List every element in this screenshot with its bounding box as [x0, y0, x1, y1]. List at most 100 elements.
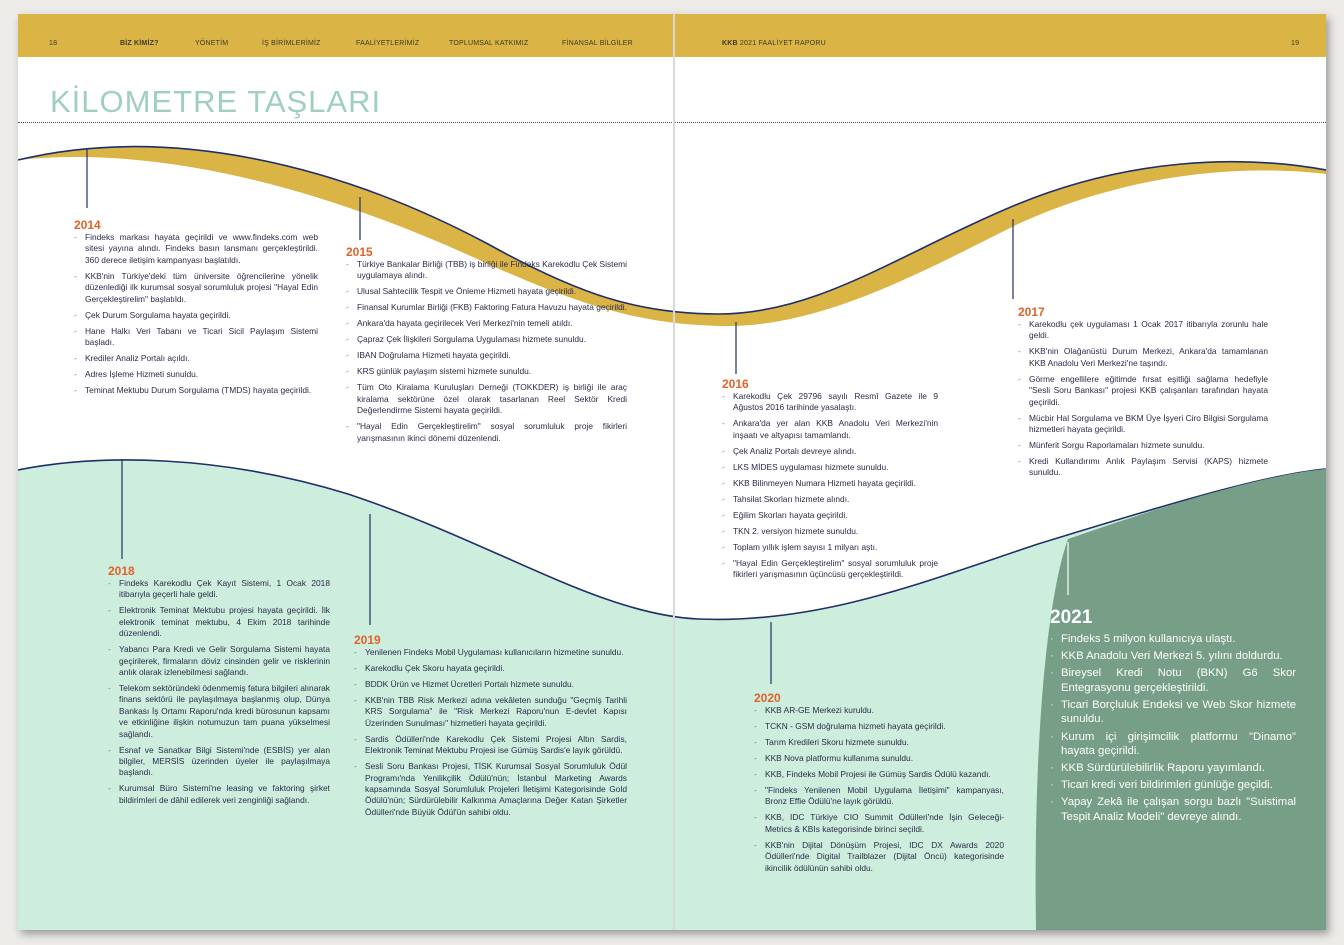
milestone-item: Hane Halkı Veri Tabanı ve Ticari Sicil P… [74, 326, 318, 349]
milestone-item: Ticari Borçluluk Endeksi ve Web Skor hiz… [1050, 698, 1296, 727]
milestone-item: Çek Durum Sorgulama hayata geçirildi. [74, 310, 318, 322]
milestone-item: IBAN Doğrulama Hizmeti hayata geçirildi. [346, 350, 627, 362]
milestone-2016: 2016Karekodlu Çek 29796 sayılı Resmî Gaz… [722, 377, 938, 585]
nav-yonetim[interactable]: YÖNETİM [195, 40, 229, 47]
milestone-item: KKB'nin Olağanüstü Durum Merkezi, Ankara… [1018, 346, 1268, 369]
milestone-list: Karekodlu Çek 29796 sayılı Resmî Gazete … [722, 391, 938, 581]
milestone-item: Yapay Zekâ ile çalışan sorgu bazlı "Suis… [1050, 795, 1296, 824]
year-label: 2014 [74, 218, 101, 232]
milestone-item: Findeks 5 milyon kullanıcıya ulaştı. [1050, 632, 1296, 647]
milestone-item: Çek Analiz Portalı devreye alındı. [722, 446, 938, 458]
milestone-2014: 2014Findeks markası hayata geçirildi ve … [74, 218, 318, 401]
left-header-bar [18, 14, 673, 57]
year-label: 2015 [346, 245, 373, 259]
milestone-item: Toplam yıllık işlem sayısı 1 milyarı aşt… [722, 542, 938, 554]
page-number-right: 19 [1291, 40, 1300, 47]
milestone-item: Krediler Analiz Portalı açıldı. [74, 353, 318, 365]
milestone-item: LKS MİDES uygulaması hizmete sunuldu. [722, 462, 938, 474]
milestone-item: Tahsilat Skorları hizmete alındı. [722, 494, 938, 506]
nav-finansal-bilgiler[interactable]: FİNANSAL BİLGİLER [562, 40, 633, 47]
milestone-list: Türkiye Bankalar Birliği (TBB) iş birliğ… [346, 259, 627, 444]
milestone-2018: 2018Findeks Karekodlu Çek Kayıt Sistemi,… [108, 564, 330, 811]
report-title: KKB 2021 FAALİYET RAPORU [722, 40, 826, 47]
milestone-item: Türkiye Bankalar Birliği (TBB) iş birliğ… [346, 259, 627, 282]
milestone-item: Kurum içi girişimcilik platformu "Dinamo… [1050, 730, 1296, 759]
year-label: 2018 [108, 564, 135, 578]
milestone-2017: 2017Karekodlu çek uygulaması 1 Ocak 2017… [1018, 305, 1268, 483]
milestone-item: "Findeks Yenilenen Mobil Uygulama İletiş… [754, 785, 1004, 808]
page-number-left: 18 [49, 40, 58, 47]
mint-wave-line [18, 459, 1326, 621]
milestone-item: Karekodlu Çek Skoru hayata geçirildi. [354, 663, 627, 675]
report-spread: 18 BİZ KİMİZ? YÖNETİM İŞ BİRİMLERİMİZ FA… [18, 14, 1326, 930]
milestone-item: Münferit Sorgu Raporlamaları hizmete sun… [1018, 440, 1268, 452]
right-header-bar [675, 14, 1326, 57]
nav-faaliyetlerimiz[interactable]: FAALİYETLERİMİZ [356, 40, 420, 47]
milestone-item: TCKN - GSM doğrulama hizmeti hayata geçi… [754, 721, 1004, 733]
milestone-item: "Hayal Edin Gerçekleştirelim" sosyal sor… [346, 421, 627, 444]
milestone-item: KKB, Findeks Mobil Projesi ile Gümüş Sar… [754, 769, 1004, 781]
page-gutter [673, 14, 675, 930]
milestone-list: Findeks markası hayata geçirildi ve www.… [74, 232, 318, 397]
milestone-item: Sesli Soru Bankası Projesi, TİSK Kurumsa… [354, 761, 627, 818]
milestone-item: BDDK Ürün ve Hizmet Ücretleri Portalı hi… [354, 679, 627, 691]
nav-is-birimlerimiz[interactable]: İŞ BİRİMLERİMİZ [262, 40, 321, 47]
milestone-list: Findeks 5 milyon kullanıcıya ulaştı. KKB … [1050, 632, 1296, 825]
milestone-item: Tarım Kredileri Skoru hizmete sunuldu. [754, 737, 1004, 749]
milestone-item: KKB Anadolu Veri Merkezi 5. yılını doldu… [1050, 649, 1296, 664]
milestone-item: Ankara'da hayata geçirilecek Veri Merkez… [346, 318, 627, 330]
year-label: 2016 [722, 377, 749, 391]
milestone-list: Yenilenen Findeks Mobil Uygulaması kulla… [354, 647, 627, 818]
milestone-2021: 2021Findeks 5 milyon kullanıcıya ulaştı.… [1050, 606, 1296, 827]
milestone-item: KRS günlük paylaşım sistemi hizmete sunu… [346, 366, 627, 378]
milestone-item: Findeks Karekodlu Çek Kayıt Sistemi, 1 O… [108, 578, 330, 601]
milestone-2020: 2020KKB AR-GE Merkezi kuruldu. TCKN - GSM… [754, 691, 1004, 879]
milestone-item: Telekom sektöründeki ödenmemiş fatura bi… [108, 683, 330, 740]
dotted-divider [18, 122, 1326, 123]
year-connector-lines [86, 149, 1069, 684]
year-label: 2019 [354, 633, 381, 647]
milestone-item: Sardis Ödülleri'nde Karekodlu Çek Sistem… [354, 734, 627, 757]
milestone-item: Görme engellilere eğitimde fırsat eşitli… [1018, 374, 1268, 408]
milestone-item: Kurumsal Büro Sistemi'ne leasing ve fakt… [108, 783, 330, 806]
milestone-item: Yenilenen Findeks Mobil Uygulaması kulla… [354, 647, 627, 659]
milestone-item: TKN 2. versiyon hizmete sunuldu. [722, 526, 938, 538]
milestone-item: "Hayal Edin Gerçekleştirelim" sosyal sor… [722, 558, 938, 581]
milestone-item: Yabancı Para Kredi ve Gelir Sorgulama Si… [108, 644, 330, 678]
milestone-item: Eğilim Skorları hayata geçirildi. [722, 510, 938, 522]
milestone-item: Ankara'da yer alan KKB Anadolu Veri Merk… [722, 418, 938, 441]
milestone-list: KKB AR-GE Merkezi kuruldu. TCKN - GSM doğ… [754, 705, 1004, 874]
milestone-item: KKB, IDC Türkiye CIO Summit Ödülleri'nde… [754, 812, 1004, 835]
milestone-item: KKB Sürdürülebilirlik Raporu yayımlandı. [1050, 761, 1296, 776]
report-brand: KKB [722, 40, 738, 47]
milestone-item: Teminat Mektubu Durum Sorgulama (TMDS) h… [74, 385, 318, 397]
nav-biz-kimiz[interactable]: BİZ KİMİZ? [120, 40, 159, 47]
year-label: 2021 [1050, 607, 1093, 628]
milestone-item: Ticari kredi veri bildirimleri günlüğe g… [1050, 778, 1296, 793]
milestone-item: Elektronik Teminat Mektubu projesi hayat… [108, 605, 330, 639]
gold-wave-line [18, 145, 1326, 315]
year-label: 2017 [1018, 305, 1045, 319]
milestone-item: Mücbir Hal Sorgulama ve BKM Üye İşyeri C… [1018, 413, 1268, 436]
report-title-text: 2021 FAALİYET RAPORU [739, 40, 826, 47]
milestone-item: KKB AR-GE Merkezi kuruldu. [754, 705, 1004, 717]
milestone-item: Finansal Kurumlar Birliği (FKB) Faktorin… [346, 302, 627, 314]
milestone-item: Kredi Kullandırımı Anlık Paylaşım Servis… [1018, 456, 1268, 479]
milestone-2019: 2019Yenilenen Findeks Mobil Uygulaması k… [354, 633, 627, 823]
milestone-item: Tüm Oto Kiralama Kuruluşları Derneği (TO… [346, 382, 627, 416]
milestone-item: KKB'nin TBB Risk Merkezi adına vekâleten… [354, 695, 627, 729]
year-label: 2020 [754, 691, 781, 705]
milestone-item: KKB'nin Dijital Dönüşüm Projesi, IDC DX … [754, 840, 1004, 874]
milestone-item: Karekodlu Çek 29796 sayılı Resmî Gazete … [722, 391, 938, 414]
milestone-item: Adres İşleme Hizmeti sunuldu. [74, 369, 318, 381]
milestone-list: Karekodlu çek uygulaması 1 Ocak 2017 iti… [1018, 319, 1268, 479]
gold-wave [18, 146, 1326, 327]
milestone-item: Karekodlu çek uygulaması 1 Ocak 2017 iti… [1018, 319, 1268, 342]
milestone-item: Ulusal Sahtecilik Tespit ve Önleme Hizme… [346, 286, 627, 298]
milestone-list: Findeks Karekodlu Çek Kayıt Sistemi, 1 O… [108, 578, 330, 806]
milestone-2015: 2015Türkiye Bankalar Birliği (TBB) iş bi… [346, 245, 627, 449]
nav-toplumsal-katkimiz[interactable]: TOPLUMSAL KATKIMIZ [449, 40, 529, 47]
milestone-item: Çapraz Çek İlişkileri Sorgulama Uygulama… [346, 334, 627, 346]
milestone-item: KKB Nova platformu kullanıma sunuldu. [754, 753, 1004, 765]
milestone-item: Bireysel Kredi Notu (BKN) G6 Skor Entegr… [1050, 666, 1296, 695]
